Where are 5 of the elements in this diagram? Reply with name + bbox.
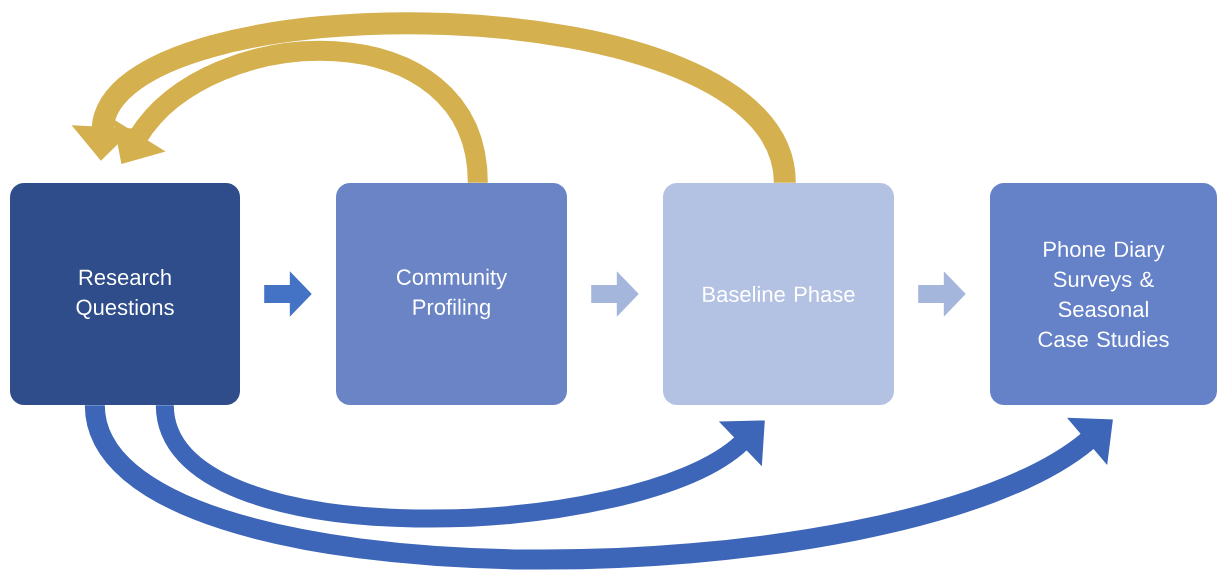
- process-box: Phone Diary Surveys & Seasonal Case Studies: [990, 183, 1217, 405]
- process-box: Baseline Phase: [663, 183, 894, 405]
- process-box: Community Profiling: [336, 183, 567, 405]
- process-box: Research Questions: [10, 183, 240, 405]
- arrow: [156, 402, 765, 528]
